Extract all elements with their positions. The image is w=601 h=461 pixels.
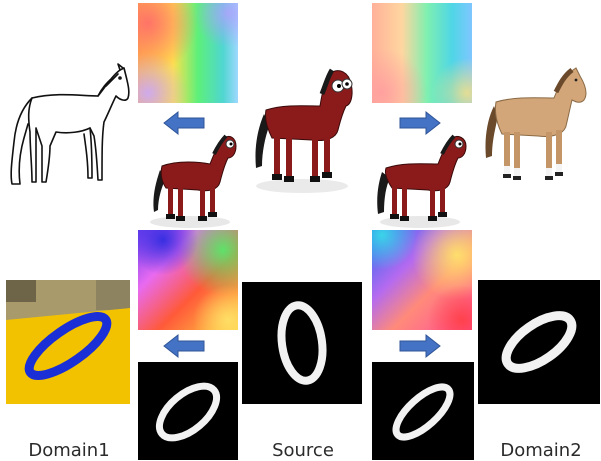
domain2-realistic-horse-image: [476, 62, 600, 190]
arrow-right-icon: [398, 333, 442, 359]
flow-field-bottom-left: [138, 230, 238, 330]
source-horse-image: [242, 64, 360, 194]
warped-digit-right-image: [372, 362, 474, 460]
source-digit-image: [242, 282, 362, 404]
source-label: Source: [272, 440, 334, 461]
domain1-sketch-horse-image: [2, 62, 134, 190]
warped-horse-left-image: [138, 126, 242, 230]
arrow-left-icon: [162, 110, 206, 136]
domain2-label: Domain2: [500, 440, 582, 461]
flow-field-top-left: [138, 3, 238, 103]
domain2-digit-image: [478, 280, 600, 404]
arrow-right-icon: [398, 110, 442, 136]
flow-field-bottom-right: [372, 230, 472, 330]
arrow-left-icon: [162, 333, 206, 359]
flow-field-top-right: [372, 3, 472, 103]
domain1-label: Domain1: [28, 440, 110, 461]
warped-horse-right-image: [368, 126, 474, 230]
warped-digit-left-image: [138, 362, 238, 460]
domain1-highlighted-digit-image: [6, 280, 130, 404]
